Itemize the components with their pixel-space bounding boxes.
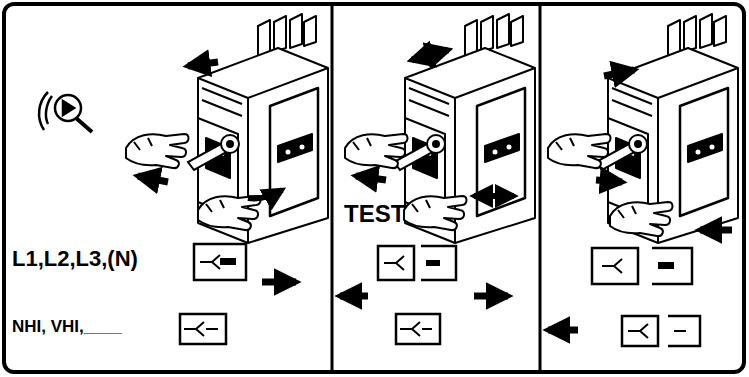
position-label: TEST [344,200,405,228]
auxiliary-label: NHI, VHI,____ [12,317,122,337]
phase-label: L1,L2,L3,(N) [12,246,138,272]
